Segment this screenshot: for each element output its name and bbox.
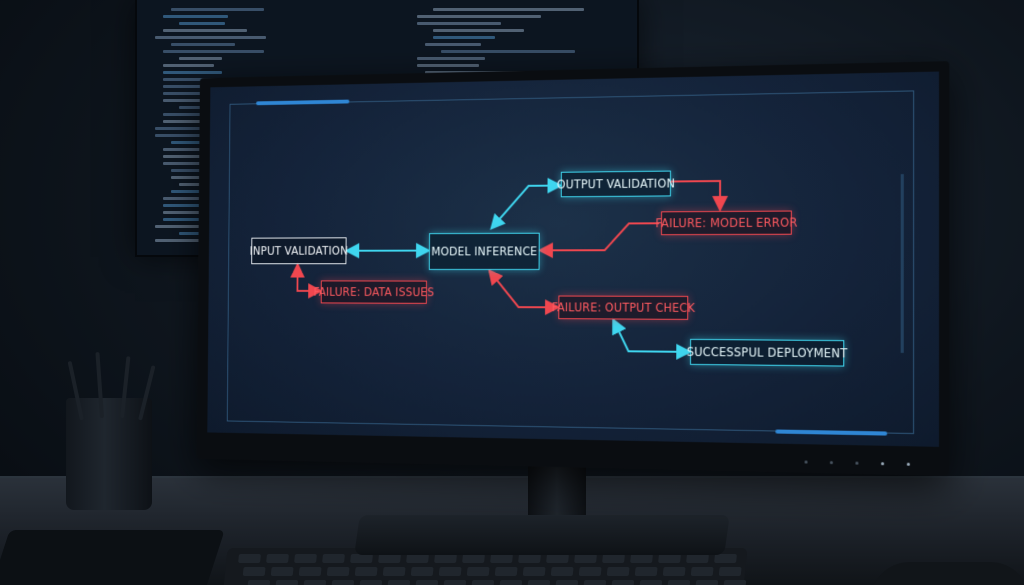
keyboard-key xyxy=(658,554,681,563)
code-line xyxy=(179,57,222,60)
keyboard-key xyxy=(266,554,289,563)
node-failure-data-issues[interactable]: FAILURE: DATA ISSUES xyxy=(321,280,427,303)
indicator-light xyxy=(805,460,808,463)
keyboard-key xyxy=(574,554,597,563)
node-failure-model-error[interactable]: FAILURE: MODEL ERROR xyxy=(661,211,792,236)
code-line xyxy=(433,36,495,39)
keyboard-key xyxy=(462,554,485,563)
code-line xyxy=(163,64,214,67)
keyboard-key xyxy=(667,580,690,585)
main-monitor: INPUT VALIDATION MODEL INFERENCE OUTPUT … xyxy=(197,61,950,476)
arrow-outputcheck-success xyxy=(614,321,688,351)
keyboard-key xyxy=(495,567,518,576)
code-line xyxy=(163,218,201,221)
code-line xyxy=(417,57,485,60)
code-line xyxy=(155,36,266,39)
keyboard-key xyxy=(243,567,266,576)
keyboard-key xyxy=(443,580,466,585)
keyboard-key xyxy=(639,580,662,585)
keyboard-key xyxy=(579,567,602,576)
keyboard-key xyxy=(555,580,578,585)
code-line xyxy=(417,15,541,18)
indicator-light xyxy=(855,462,858,465)
keyboard-key xyxy=(518,554,541,563)
monitor-screen: INPUT VALIDATION MODEL INFERENCE OUTPUT … xyxy=(207,72,939,447)
keyboard-key xyxy=(299,567,322,576)
keyboard-key xyxy=(434,554,457,563)
node-output-validation[interactable]: OUTPUT VALIDATION xyxy=(561,171,671,198)
keyboard-key xyxy=(327,567,350,576)
keyboard-key xyxy=(406,554,429,563)
arrow-modelerror-inference xyxy=(542,223,660,250)
code-line xyxy=(425,43,481,46)
node-failure-output-check[interactable]: FAILURE: OUTPUT CHECK xyxy=(558,296,688,320)
code-line xyxy=(179,22,225,25)
code-line xyxy=(433,8,584,11)
indicator-light xyxy=(881,462,884,465)
keyboard-key xyxy=(499,580,522,585)
keyboard-key xyxy=(415,580,438,585)
indicator-light xyxy=(830,461,833,464)
code-line xyxy=(171,8,264,11)
node-successful-deployment[interactable]: SUCCESSPUL DEPLOYMENT xyxy=(690,339,844,367)
keyboard-key xyxy=(355,567,378,576)
keyboard-key xyxy=(467,567,490,576)
keyboard-key xyxy=(611,580,634,585)
keyboard-key xyxy=(383,567,406,576)
keyboard-key xyxy=(271,567,294,576)
keyboard-key xyxy=(635,567,658,576)
keyboard-key xyxy=(523,567,546,576)
keyboard-key xyxy=(630,554,653,563)
keyboard-key xyxy=(359,580,382,585)
arrow-output-failure xyxy=(671,181,720,208)
keyboard-key xyxy=(350,554,373,563)
keyboard-key xyxy=(691,567,714,576)
indicator-light xyxy=(907,463,910,466)
keyboard-key xyxy=(723,580,746,585)
mouse xyxy=(870,562,1024,585)
keyboard-key xyxy=(294,554,317,563)
code-line xyxy=(163,71,222,74)
code-line xyxy=(417,64,479,67)
node-model-inference[interactable]: MODEL INFERENCE xyxy=(429,233,540,270)
keyboard-key xyxy=(527,580,550,585)
keyboard-key xyxy=(602,554,625,563)
code-line xyxy=(417,22,501,25)
code-line xyxy=(433,29,524,32)
keyboard-key xyxy=(331,580,354,585)
keyboard-key xyxy=(719,567,742,576)
monitor-indicator-lights xyxy=(805,460,910,465)
keyboard-key xyxy=(695,580,718,585)
keyboard-key xyxy=(546,554,569,563)
keyboard-key xyxy=(411,567,434,576)
arrow-inference-outputcheck xyxy=(490,272,556,307)
keyboard-key xyxy=(490,554,513,563)
keyboard-key xyxy=(238,554,261,563)
code-line xyxy=(163,197,203,200)
keyboard-key xyxy=(275,580,298,585)
node-input-validation[interactable]: INPUT VALIDATION xyxy=(251,237,346,264)
keyboard-key xyxy=(378,554,401,563)
keyboard-key xyxy=(583,580,606,585)
arrow-inference-output xyxy=(493,186,559,228)
tablet xyxy=(0,530,225,585)
keyboard-key xyxy=(663,567,686,576)
keyboard-key xyxy=(607,567,630,576)
code-line xyxy=(163,29,247,32)
keyboard-key xyxy=(686,554,709,563)
code-line xyxy=(171,43,235,46)
keyboard-key xyxy=(439,567,462,576)
code-line xyxy=(441,50,575,53)
keyboard-key xyxy=(247,580,270,585)
code-line xyxy=(163,15,228,18)
keyboard-key xyxy=(471,580,494,585)
keyboard-key xyxy=(303,580,326,585)
keyboard-key xyxy=(387,580,410,585)
keyboard-key xyxy=(714,554,737,563)
code-line xyxy=(163,50,264,53)
keyboard-key xyxy=(322,554,345,563)
keyboard-key xyxy=(551,567,574,576)
monitor-stand-base xyxy=(354,515,730,555)
